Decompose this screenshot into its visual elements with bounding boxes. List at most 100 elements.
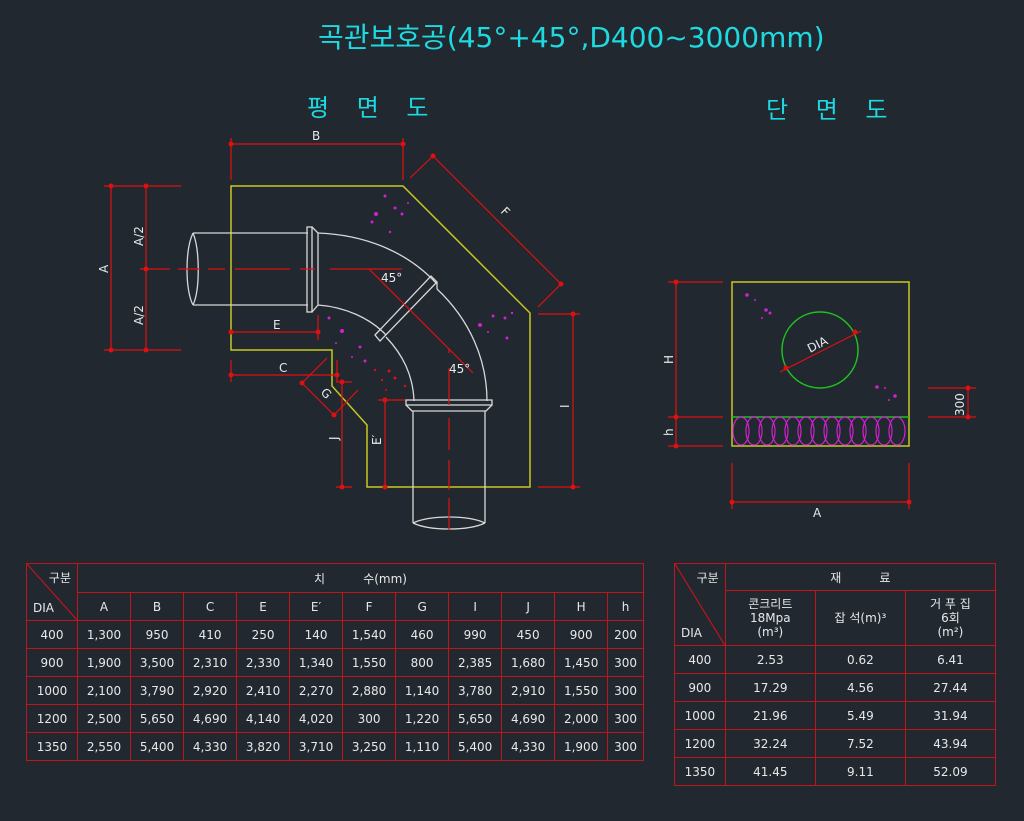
value-cell: 31.94 <box>904 701 997 730</box>
dim-label-H: H <box>662 355 676 364</box>
concrete-outline <box>230 185 531 488</box>
value-cell: 300 <box>607 732 644 761</box>
value-cell: 140 <box>289 620 344 649</box>
value-cell: 4,690 <box>183 704 238 733</box>
value-cell: 4,690 <box>501 704 556 733</box>
column-header: E <box>236 592 291 621</box>
value-cell: 5.49 <box>814 701 906 730</box>
dim-label-A2-top: A/2 <box>132 226 146 246</box>
section-view-title: 단 면 도 <box>766 96 898 124</box>
dim-label-A2-bottom: A/2 <box>132 305 146 325</box>
value-cell: 1,900 <box>76 648 132 677</box>
drawing-title: 곡관보호공(45°+45°,D400~3000mm) <box>318 21 825 54</box>
corner-bottom-label: DIA <box>681 626 702 640</box>
dim-label-E-prime: E′ <box>370 434 384 445</box>
value-cell: 900 <box>554 620 609 649</box>
value-cell: 43.94 <box>904 729 997 758</box>
value-cell: 1,900 <box>554 732 609 761</box>
plan-view-title: 평 면 도 <box>307 94 439 122</box>
value-cell: 41.45 <box>724 757 816 786</box>
dimension-table: 구분 DIA 치 수(mm) A B C E E′ F G I J H h 40… <box>26 563 644 761</box>
corner-top-label: 구분 <box>48 571 71 585</box>
centerlines <box>140 268 474 530</box>
dia-cell: 1000 <box>26 676 78 705</box>
pipe <box>186 226 493 530</box>
column-header: G <box>395 592 450 621</box>
value-cell: 1,340 <box>289 648 344 677</box>
value-cell: 2,330 <box>236 648 291 677</box>
value-cell: 800 <box>395 648 450 677</box>
value-cell: 7.52 <box>814 729 906 758</box>
header-line: 잡 석(m)³ <box>834 611 887 625</box>
column-header-concrete: 콘크리트 18Mpa (m³) <box>724 590 816 646</box>
column-header-formwork: 거 푸 집 6회 (m²) <box>904 590 997 646</box>
plan-view: 45° 45° <box>97 129 580 530</box>
value-cell: 3,780 <box>448 676 503 705</box>
section-dimension-lines <box>668 281 976 509</box>
group-header: 재 료 <box>724 563 997 591</box>
column-header-row: A B C E E′ F G I J H h <box>27 592 644 621</box>
value-cell: 1,220 <box>395 704 450 733</box>
value-cell: 2,310 <box>183 648 238 677</box>
corner-cell: 구분 DIA <box>26 563 78 621</box>
value-cell: 32.24 <box>724 729 816 758</box>
value-cell: 5,400 <box>448 732 503 761</box>
value-cell: 4,140 <box>236 704 291 733</box>
corner-bottom-label: DIA <box>33 601 54 615</box>
value-cell: 2,880 <box>342 676 397 705</box>
value-cell: 52.09 <box>904 757 997 786</box>
value-cell: 1,300 <box>76 620 132 649</box>
dim-label-F: F <box>498 204 513 219</box>
value-cell: 300 <box>342 704 397 733</box>
section-outline <box>731 281 910 447</box>
dia-cell: 1000 <box>674 701 726 730</box>
value-cell: 410 <box>183 620 238 649</box>
value-cell: 250 <box>236 620 291 649</box>
pipe-circle <box>781 311 859 389</box>
angle-label-1: 45° <box>381 271 402 285</box>
aggregate-hatch-red <box>373 368 407 391</box>
value-cell: 2,000 <box>554 704 609 733</box>
dim-label-J: J <box>327 436 341 441</box>
header-line: (m³) <box>757 625 784 639</box>
value-cell: 2,270 <box>289 676 344 705</box>
value-cell: 21.96 <box>724 701 816 730</box>
column-header-row: 콘크리트 18Mpa (m³) 잡 석(m)³ 거 푸 집 6회 (m²) <box>675 590 997 646</box>
value-cell: 3,820 <box>236 732 291 761</box>
value-cell: 2,100 <box>76 676 132 705</box>
angle-label-2: 45° <box>449 362 470 376</box>
value-cell: 2,550 <box>76 732 132 761</box>
column-header: C <box>183 592 238 621</box>
value-cell: 2,385 <box>448 648 503 677</box>
section-aggregate <box>745 293 897 401</box>
value-cell: 300 <box>607 648 644 677</box>
value-cell: 3,500 <box>130 648 185 677</box>
column-header: E′ <box>289 592 344 621</box>
value-cell: 300 <box>607 704 644 733</box>
value-cell: 5,650 <box>448 704 503 733</box>
dim-label-A-section: A <box>813 506 822 520</box>
value-cell: 2,920 <box>183 676 238 705</box>
dim-label-B: B <box>312 129 320 143</box>
dim-label-C: C <box>279 361 287 375</box>
header-line: 거 푸 집 <box>930 597 971 611</box>
dia-cell: 1350 <box>26 732 78 761</box>
value-cell: 1,140 <box>395 676 450 705</box>
value-cell: 2,500 <box>76 704 132 733</box>
header-line: 콘크리트 <box>748 597 793 611</box>
dia-cell: 900 <box>674 673 726 702</box>
value-cell: 2,410 <box>236 676 291 705</box>
aggregate-hatch <box>327 194 514 363</box>
value-cell: 200 <box>607 620 644 649</box>
dimension-nodes <box>108 141 576 490</box>
value-cell: 460 <box>395 620 450 649</box>
